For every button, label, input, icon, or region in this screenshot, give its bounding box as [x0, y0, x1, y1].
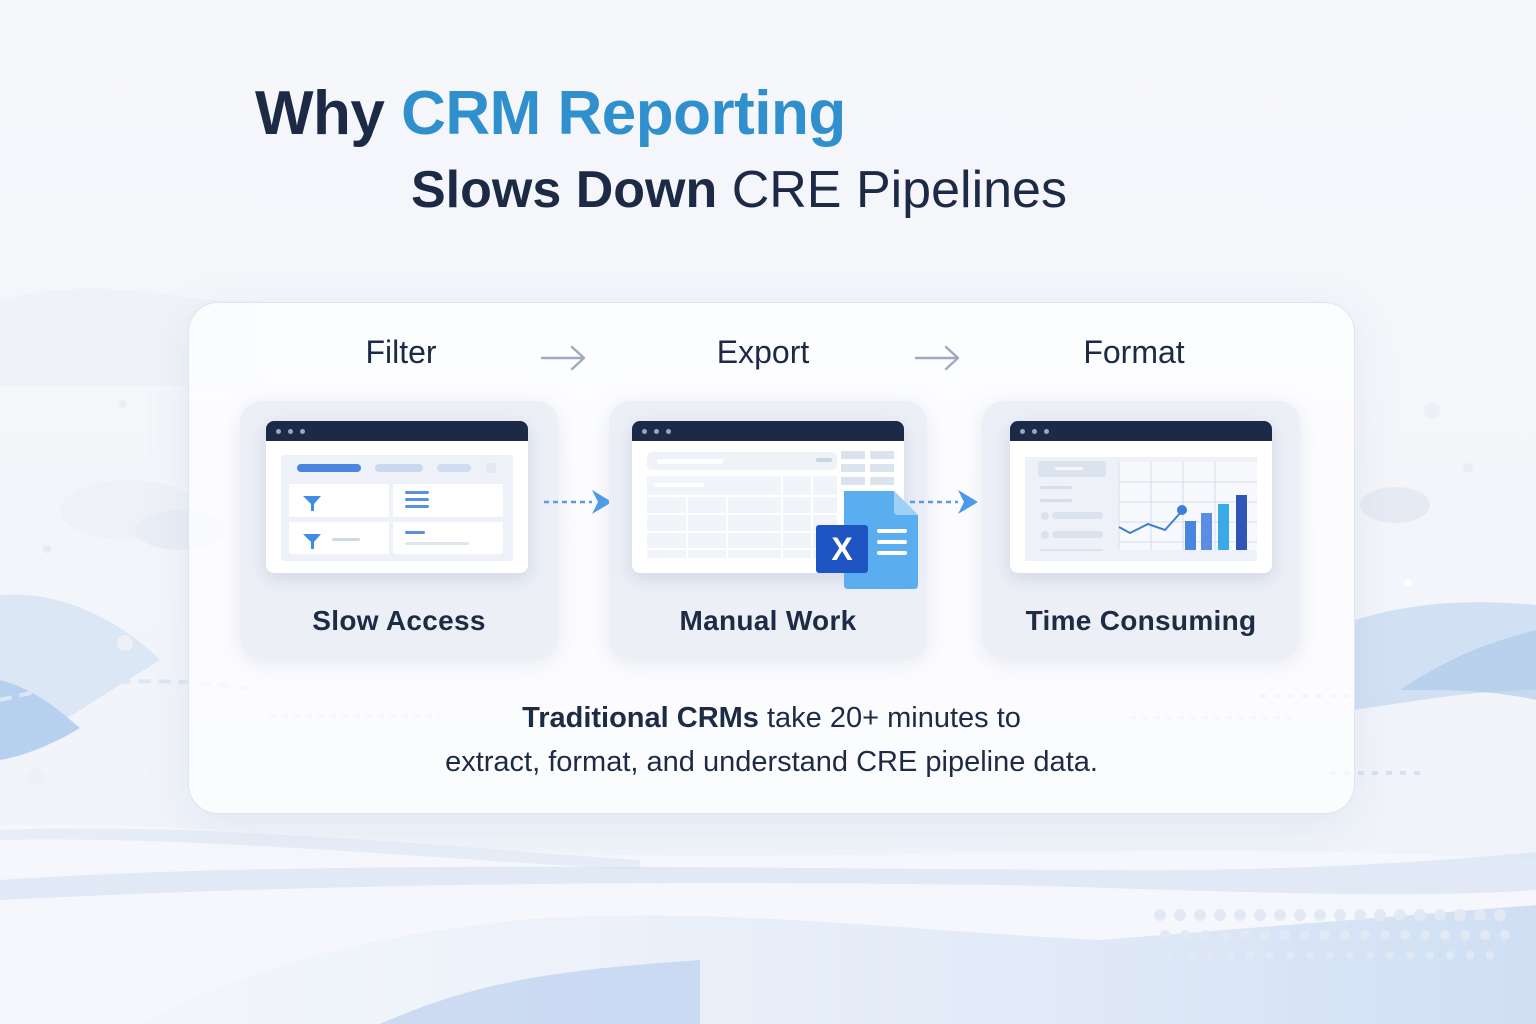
- dashed-right-arrow-icon: [910, 490, 978, 514]
- step-label-format: Format: [1083, 334, 1185, 370]
- step-label-export: Export: [716, 334, 810, 370]
- step-caption-slow-access: Slow Access: [312, 605, 486, 636]
- title-line-2: Slows Down CRE Pipelines: [411, 160, 1067, 220]
- step-label-filter: Filter: [365, 334, 437, 370]
- title-line-1: Why CRM Reporting: [255, 78, 846, 149]
- summary-bold: Traditional CRMs: [522, 702, 759, 734]
- summary-line1-rest: take 20+ minutes to: [767, 702, 1021, 734]
- step-card-format: Time Consuming: [982, 401, 1300, 659]
- title-prefix: Why: [255, 79, 385, 148]
- step-card-export: X Manual Work: [609, 401, 927, 659]
- dashed-right-arrow-icon: [544, 490, 612, 514]
- title-accent: CRM Reporting: [401, 79, 846, 148]
- title-bold-phrase: Slows Down: [411, 161, 718, 219]
- right-arrow-icon: [540, 345, 586, 371]
- summary-line-2: extract, format, and understand CRE pipe…: [445, 746, 1098, 778]
- step-card-filter: Slow Access: [240, 401, 558, 659]
- funnel-filter-window-icon: [266, 421, 528, 573]
- title-rest: CRE Pipelines: [731, 161, 1067, 219]
- spreadsheet-excel-export-icon: X: [816, 491, 918, 589]
- step-caption-manual-work: Manual Work: [679, 605, 857, 636]
- right-arrow-icon: [914, 345, 960, 371]
- summary-line-1: Traditional CRMs take 20+ minutes to: [188, 696, 1355, 740]
- svg-text:X: X: [831, 531, 853, 567]
- step-caption-time-consuming: Time Consuming: [1025, 605, 1257, 636]
- chart-report-window-icon: [1010, 421, 1272, 573]
